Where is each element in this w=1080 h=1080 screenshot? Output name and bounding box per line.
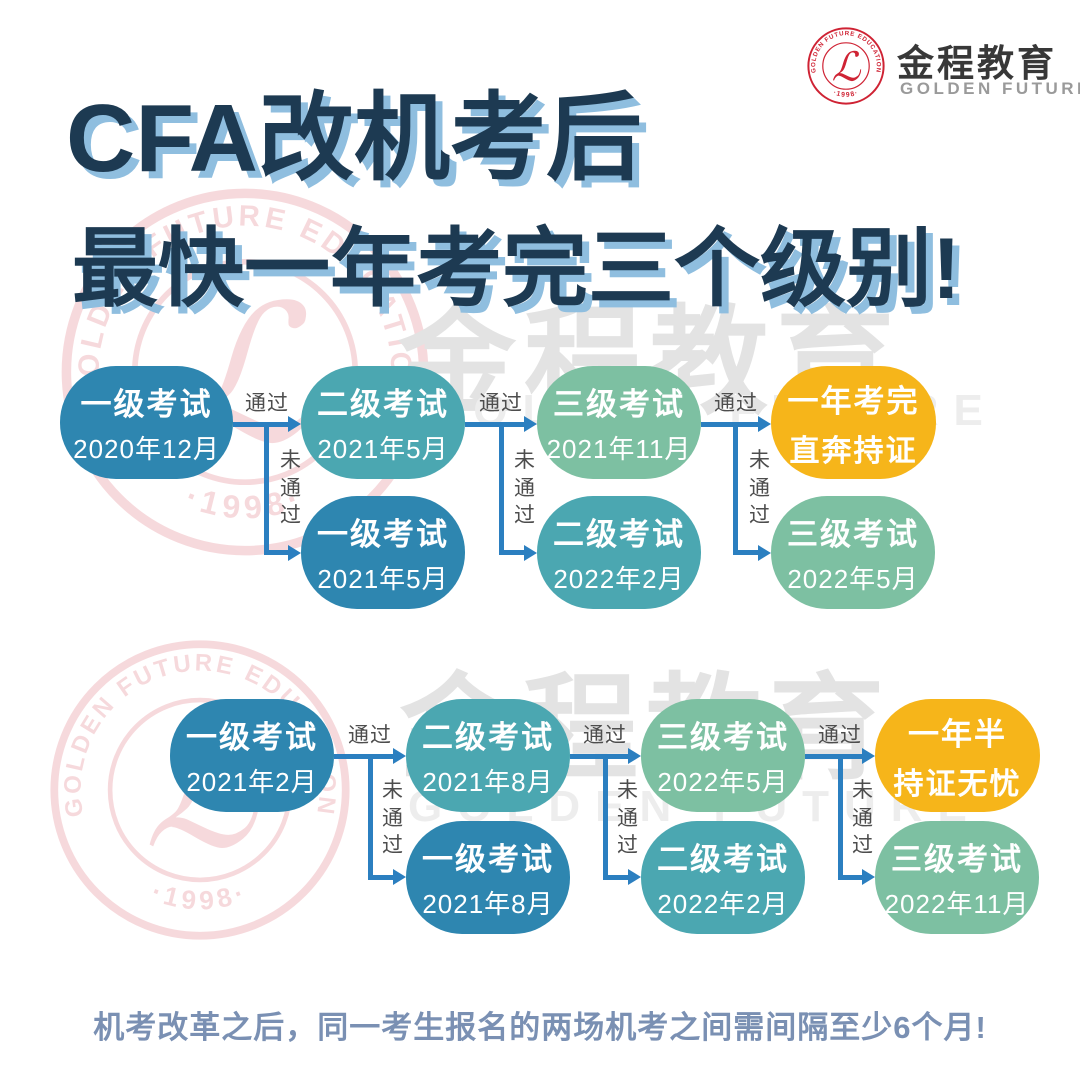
pass-label: 通过 (245, 392, 289, 415)
pass-arrow-line (334, 754, 393, 759)
exam-level: 一级考试 (186, 720, 318, 755)
result-node-one-year: 一年考完 直奔持证 (771, 366, 936, 479)
exam-level: 二级考试 (422, 720, 554, 755)
exam-level: 三级考试 (891, 842, 1023, 877)
arrow-head-icon (393, 748, 406, 764)
fail-label: 未通过 (514, 449, 535, 528)
retry-node-l1-aug2021: 一级考试 2021年8月 (406, 821, 570, 934)
retry-node-l3-nov2022: 三级考试 2022年11月 (875, 821, 1039, 934)
footnote-text: 机考改革之后，同一考生报名的两场机考之间需间隔至少6个月! (93, 1010, 987, 1045)
retry-node-l2-feb2022: 二级考试 2022年2月 (641, 821, 805, 934)
fail-branch-line (733, 424, 738, 555)
fail-label: 未通过 (280, 449, 301, 528)
arrow-head-icon (628, 869, 641, 885)
exam-date: 2021年8月 (422, 889, 554, 919)
exam-level: 一级考试 (317, 517, 449, 552)
fail-branch-line (368, 756, 373, 880)
exam-date: 2022年11月 (884, 889, 1030, 919)
pass-label: 通过 (479, 392, 523, 415)
exam-level: 二级考试 (553, 517, 685, 552)
poster-title-line2: 最快一年考完三个级别! (72, 221, 961, 317)
fail-branch-line (603, 875, 628, 880)
pass-arrow-line (805, 754, 862, 759)
fail-branch-line (499, 424, 504, 555)
exam-date: 2021年5月 (317, 434, 449, 464)
arrow-head-icon (524, 545, 537, 561)
exam-date: 2021年8月 (422, 767, 554, 797)
result-line2: 直奔持证 (789, 434, 918, 468)
retry-node-l2-feb2022: 二级考试 2022年2月 (537, 496, 701, 609)
brand-name-cn: 金程教育 (897, 43, 1057, 84)
pass-label: 通过 (348, 724, 392, 747)
fail-label: 未通过 (617, 779, 638, 858)
arrow-head-icon (628, 748, 641, 764)
retry-node-l1-may2021: 一级考试 2021年5月 (301, 496, 465, 609)
pass-arrow-line (465, 422, 524, 427)
retry-node-l3-may2022: 三级考试 2022年5月 (771, 496, 935, 609)
fail-branch-line (733, 550, 758, 555)
arrow-head-icon (524, 416, 537, 432)
fail-branch-line (603, 756, 608, 880)
arrow-head-icon (862, 869, 875, 885)
fail-branch-line (264, 424, 269, 555)
fail-label: 未通过 (852, 779, 873, 858)
fail-branch-line (838, 756, 843, 880)
arrow-head-icon (862, 748, 875, 764)
exam-level: 二级考试 (317, 387, 449, 422)
result-line2: 持证无忧 (893, 767, 1022, 801)
result-line1: 一年考完 (787, 383, 920, 419)
exam-level: 二级考试 (657, 842, 789, 877)
poster-title-line1: CFA改机考后 (66, 85, 642, 192)
exam-date: 2022年5月 (787, 564, 919, 594)
exam-node-l2-aug2021: 二级考试 2021年8月 (406, 699, 570, 812)
brand-seal-icon (806, 26, 886, 106)
pass-arrow-line (701, 422, 758, 427)
pass-label: 通过 (583, 724, 627, 747)
fail-label: 未通过 (382, 779, 403, 858)
exam-node-l3-nov2021: 三级考试 2021年11月 (537, 366, 701, 479)
arrow-head-icon (288, 545, 301, 561)
fail-branch-line (368, 875, 393, 880)
exam-date: 2022年5月 (657, 767, 789, 797)
exam-date: 2022年2月 (553, 564, 685, 594)
fail-branch-line (838, 875, 862, 880)
fail-branch-line (264, 550, 288, 555)
exam-node-l1-dec2020: 一级考试 2020年12月 (60, 366, 233, 479)
result-line1: 一年半 (908, 716, 1007, 752)
exam-node-l3-may2022: 三级考试 2022年5月 (641, 699, 805, 812)
exam-date: 2021年11月 (546, 434, 692, 464)
exam-node-l2-may2021: 二级考试 2021年5月 (301, 366, 465, 479)
exam-date: 2022年2月 (657, 889, 789, 919)
result-node-eighteen-months: 一年半 持证无忧 (875, 699, 1040, 812)
arrow-head-icon (758, 545, 771, 561)
arrow-head-icon (393, 869, 406, 885)
fail-branch-line (499, 550, 524, 555)
pass-label: 通过 (818, 724, 862, 747)
exam-date: 2021年5月 (317, 564, 449, 594)
arrow-head-icon (758, 416, 771, 432)
exam-level: 三级考试 (553, 387, 685, 422)
pass-arrow-line (570, 754, 628, 759)
brand-name-en: GOLDEN FUTURE (900, 79, 1080, 98)
exam-level: 一级考试 (422, 842, 554, 877)
exam-level: 一级考试 (80, 387, 213, 422)
pass-arrow-line (233, 422, 288, 427)
arrow-head-icon (288, 416, 301, 432)
exam-level: 三级考试 (787, 517, 919, 552)
exam-date: 2021年2月 (186, 767, 318, 797)
exam-level: 三级考试 (657, 720, 789, 755)
pass-label: 通过 (714, 392, 758, 415)
fail-label: 未通过 (749, 449, 770, 528)
exam-node-l1-feb2021: 一级考试 2021年2月 (170, 699, 334, 812)
exam-date: 2020年12月 (73, 434, 220, 464)
